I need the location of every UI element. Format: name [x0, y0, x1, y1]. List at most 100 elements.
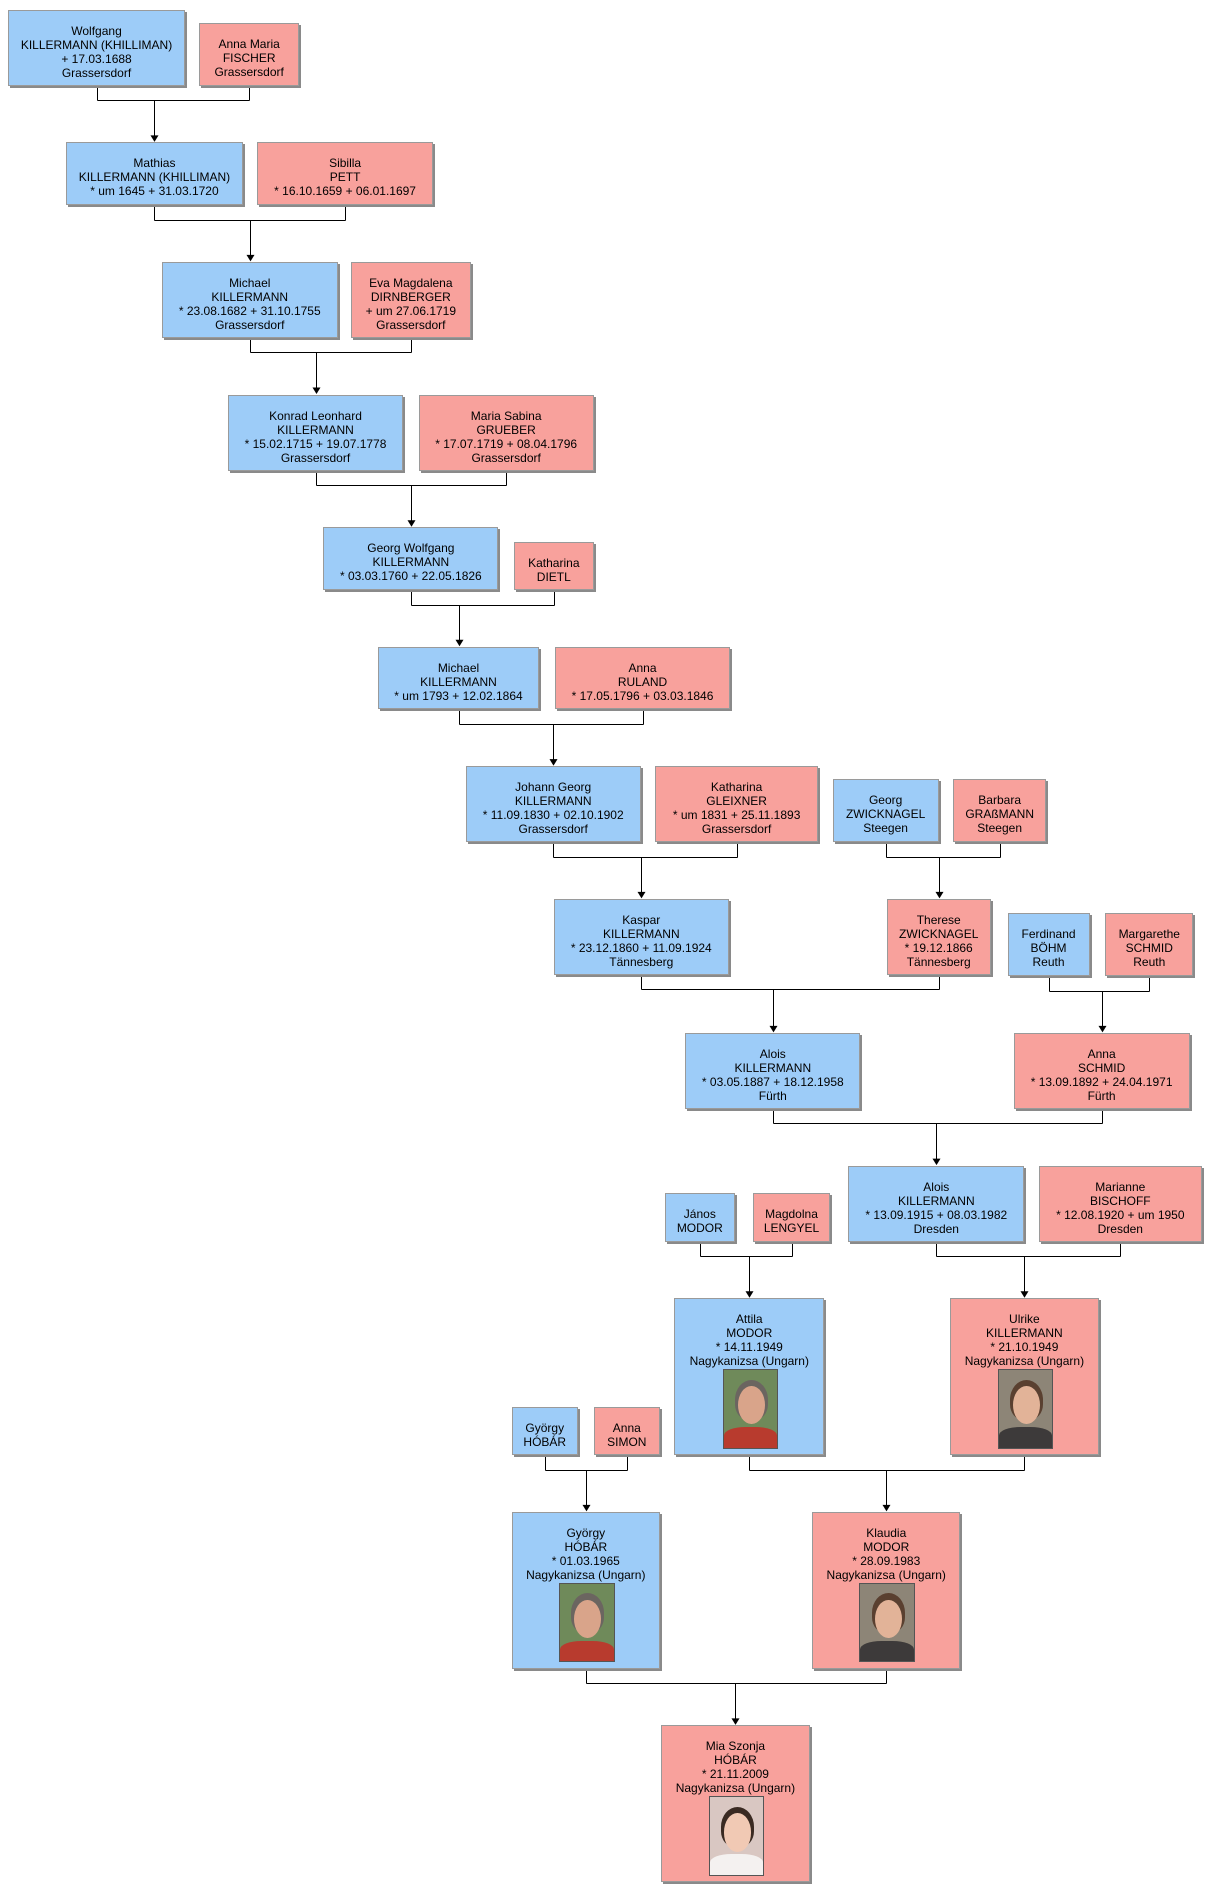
person-detail: Steegen — [863, 821, 908, 836]
person-detail: Steegen — [977, 821, 1023, 836]
given-name: Ulrike — [1009, 1312, 1040, 1327]
person-detail: * 21.10.1949 — [990, 1340, 1059, 1355]
surname: GRUEBER — [476, 422, 536, 437]
given-name: Magdolna — [765, 1207, 818, 1222]
surname: LENGYEL — [763, 1221, 820, 1236]
surname: MODOR — [676, 1221, 723, 1236]
person-detail: Grassersdorf — [701, 822, 772, 837]
surname: SIMON — [607, 1434, 647, 1449]
given-name: Attila — [735, 1312, 763, 1327]
person-detail: Grassersdorf — [518, 822, 588, 837]
person-detail: Grassersdorf — [280, 450, 351, 465]
surname: GLEIXNER — [706, 794, 767, 809]
arrow-head-icon — [1098, 1025, 1107, 1033]
shoulders-shape — [560, 1640, 614, 1662]
given-name: Maria Sabina — [470, 408, 542, 423]
surname: DIETL — [536, 569, 571, 584]
person-detail: Grassersdorf — [61, 65, 132, 80]
given-name: György — [525, 1420, 565, 1435]
surname: BÖHM — [1030, 941, 1067, 956]
given-name: Mia Szonja — [705, 1739, 766, 1754]
surname: BISCHOFF — [1089, 1193, 1151, 1208]
given-name: János — [683, 1207, 716, 1222]
face-shape — [724, 1813, 751, 1852]
surname: KILLERMANN — [986, 1326, 1063, 1341]
person-detail: * 17.07.1719 + 08.04.1796 — [435, 436, 578, 451]
face-shape — [737, 1386, 765, 1425]
person-detail: Grassersdorf — [215, 317, 285, 332]
given-name: Michael — [437, 660, 480, 675]
person-detail: * 14.11.1949 — [715, 1340, 783, 1355]
person-detail: * um 1831 + 25.11.1893 — [672, 808, 801, 823]
given-name: Ferdinand — [1021, 927, 1076, 942]
shoulders-shape — [723, 1427, 778, 1448]
person-detail: * 23.08.1682 + 31.10.1755 — [178, 303, 321, 318]
given-name: Sibilla — [329, 156, 362, 171]
arrow-head-icon — [407, 520, 416, 527]
arrow-head-icon — [731, 1718, 740, 1725]
person-detail: * 03.03.1760 + 22.05.1826 — [339, 569, 482, 584]
given-name: Marianne — [1095, 1179, 1146, 1194]
man-photo — [722, 1369, 779, 1449]
shoulders-shape — [998, 1427, 1053, 1448]
surname: HÓBÁR — [523, 1434, 567, 1449]
person-detail: * 15.02.1715 + 19.07.1778 — [244, 436, 387, 451]
person-detail: * 16.10.1659 + 06.01.1697 — [274, 184, 416, 199]
given-name: Therese — [916, 912, 961, 927]
given-name: Eva Magdalena — [369, 275, 453, 290]
given-name: Anna — [1087, 1046, 1116, 1061]
person-detail: * 28.09.1983 — [852, 1553, 921, 1568]
surname: ZWICKNAGEL — [845, 807, 926, 822]
given-name: Anna — [628, 660, 657, 675]
surname: KILLERMANN — [514, 794, 592, 809]
person-detail: Reuth — [1032, 955, 1065, 970]
woman-photo — [997, 1369, 1054, 1449]
shoulders-shape — [709, 1854, 764, 1875]
given-name: Katharina — [528, 555, 580, 570]
person-detail: Nagykanizsa (Ungarn) — [526, 1567, 646, 1582]
given-name: Johann Georg — [515, 780, 592, 795]
person-detail: Dresden — [913, 1221, 959, 1236]
person-detail: * 11.09.1830 + 02.10.1902 — [482, 808, 624, 823]
person-detail: * 03.05.1887 + 18.12.1958 — [701, 1074, 844, 1089]
arrow-head-icon — [150, 135, 159, 142]
person-detail: Nagykanizsa (Ungarn) — [689, 1354, 809, 1369]
surname: RULAND — [617, 674, 668, 689]
surname: MODOR — [863, 1539, 910, 1554]
person-detail: Tännesberg — [609, 954, 674, 969]
surname: KILLERMANN — [734, 1060, 812, 1075]
